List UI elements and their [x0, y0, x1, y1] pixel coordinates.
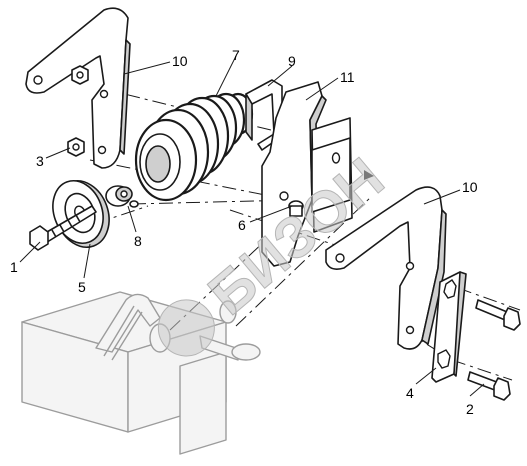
callout-5: 5 — [78, 279, 86, 295]
callout-8: 8 — [134, 233, 142, 249]
callout-10-left: 10 — [172, 53, 188, 69]
spring-part-7 — [134, 92, 254, 202]
nut-part-3 — [67, 65, 89, 157]
leader-lines — [19, 55, 485, 397]
callout-6: 6 — [238, 217, 246, 233]
callout-2: 2 — [466, 401, 474, 417]
callout-3: 3 — [36, 153, 44, 169]
left-lever-part-10 — [25, 7, 131, 169]
bolt-part-2 — [467, 299, 521, 401]
clip-part-9 — [245, 79, 283, 151]
callout-9: 9 — [288, 53, 296, 69]
callout-1: 1 — [10, 259, 18, 275]
bracket-part-11 — [261, 81, 374, 267]
bolt-part-1 — [29, 205, 97, 251]
callout-4: 4 — [406, 385, 414, 401]
callout-11: 11 — [340, 69, 355, 85]
callout-labels: 1 2 3 4 5 6 7 8 9 10 10 11 — [10, 47, 478, 417]
ghost-latch — [95, 293, 261, 361]
callout-10-right: 10 — [462, 179, 478, 195]
collar-part-8 — [105, 185, 139, 208]
right-lever-part-10 — [325, 186, 447, 350]
callout-7: 7 — [232, 47, 240, 63]
plate-part-4 — [431, 271, 467, 383]
